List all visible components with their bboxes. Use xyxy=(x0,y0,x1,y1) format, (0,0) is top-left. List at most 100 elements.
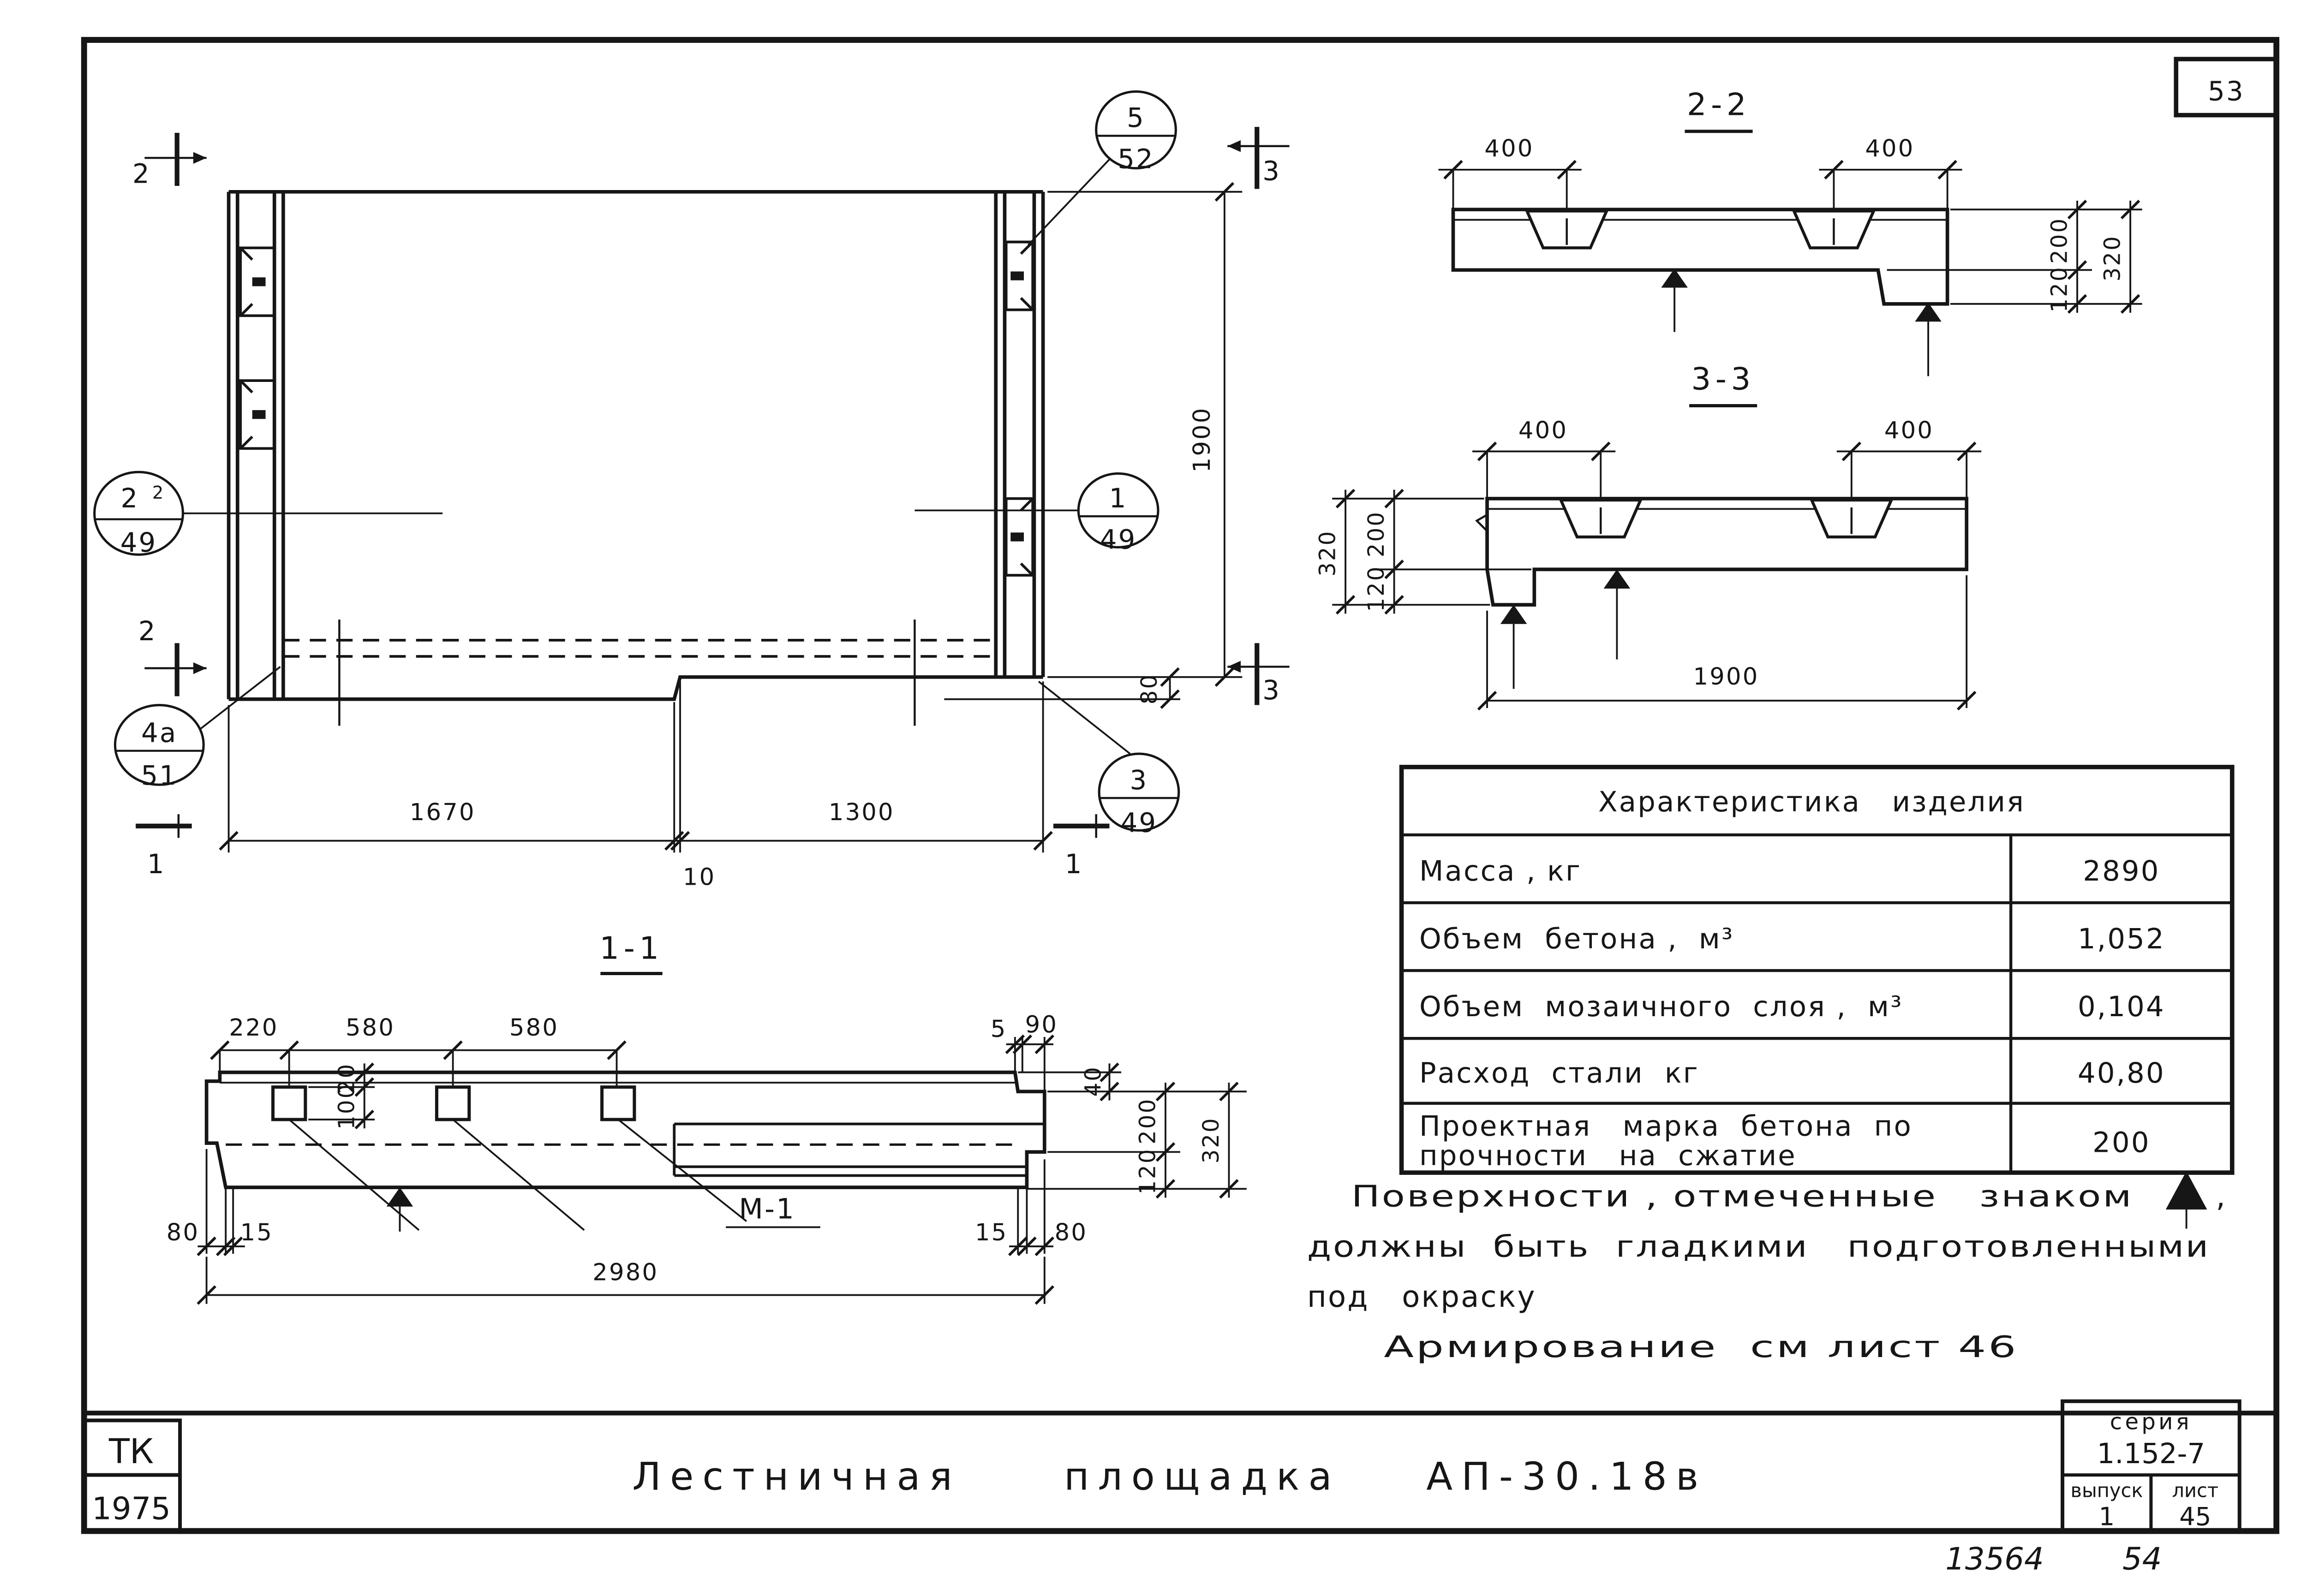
embedded-plate xyxy=(435,1085,471,1121)
callout-top: 4а xyxy=(141,717,177,748)
dim-400-right: 400 xyxy=(1884,417,1934,444)
marker-3-top: 3 xyxy=(1262,155,1281,186)
notes: Поверхности , отмеченные знаком , должны… xyxy=(1307,1171,2227,1364)
marker-3-bottom: 3 xyxy=(1262,675,1281,706)
callout-bottom: 49 xyxy=(1121,808,1158,839)
plan-rib-lines xyxy=(338,619,916,726)
dim-ticks xyxy=(1443,160,2140,314)
section-2-2: 2-2 400 400 200 120 320 xyxy=(1438,87,2142,376)
dim-400-left: 400 xyxy=(1484,135,1534,162)
dim-320: 320 xyxy=(1198,1117,1224,1163)
dim-lines xyxy=(1332,450,1982,708)
drawing-title-word2: площадка xyxy=(1064,1454,1341,1499)
callout-top: 3 xyxy=(1130,765,1148,796)
dim-ticks xyxy=(1335,441,1977,711)
spec-table: Характеристика изделия Масса , кг 2890 О… xyxy=(1399,765,2235,1175)
dim-320: 320 xyxy=(1315,530,1341,577)
dim-ticks xyxy=(197,1034,1239,1305)
dim-2980: 2980 xyxy=(592,1259,658,1286)
plate-leaders xyxy=(288,1119,820,1231)
callout-circle xyxy=(1077,472,1159,548)
dim-400-right: 400 xyxy=(1865,135,1914,162)
row-label-line1: Проектная марка бетона по xyxy=(1419,1110,1913,1143)
dim-580-b: 580 xyxy=(509,1014,559,1042)
plan-hidden-edges xyxy=(283,638,996,658)
series-box-grid xyxy=(2062,1473,2240,1531)
page-border xyxy=(81,37,2280,1534)
callout-circle xyxy=(93,470,185,556)
stamp-code: ТК xyxy=(108,1432,154,1471)
note-line-4: Армирование см лист 46 xyxy=(1384,1330,2018,1364)
plate-anchor-icon xyxy=(1010,271,1024,280)
plan-outline xyxy=(227,190,1045,701)
recess-lines xyxy=(673,1122,1045,1177)
row-label: Объем бетона , м³ xyxy=(1419,923,1734,955)
section-title: 1-1 xyxy=(599,930,663,966)
marker-2-bottom: 2 xyxy=(138,616,157,647)
leader-line xyxy=(1028,159,1110,246)
break-mark xyxy=(1475,514,1488,532)
dim-100: 100 xyxy=(334,1083,359,1130)
plate-anchor-icon xyxy=(252,410,266,419)
plan-embedded-plates xyxy=(239,240,1034,577)
row-value: 40,80 xyxy=(2078,1057,2165,1090)
sheet-label: лист xyxy=(2172,1479,2219,1502)
section-markers: 2 2 3 3 1 1 xyxy=(132,127,1290,880)
callout-circle xyxy=(1098,752,1180,832)
sheet-value: 45 xyxy=(2179,1502,2211,1531)
row-value: 1,052 xyxy=(2078,923,2165,955)
arrow-icon xyxy=(193,662,207,674)
marker-1-left: 1 xyxy=(147,849,166,880)
row-label: Масса , кг xyxy=(1419,855,1582,887)
section-3-3: 3-3 400 400 200 120 320 1900 xyxy=(1315,361,1982,711)
marker-arrows xyxy=(144,145,1290,838)
dim-80-left: 80 xyxy=(167,1219,199,1246)
dim-200: 200 xyxy=(2047,217,2073,264)
section-outline xyxy=(1451,208,1949,306)
plate-anchor-icon xyxy=(1010,532,1024,542)
callout-top: 5 xyxy=(1127,102,1145,133)
smooth-surface-icon xyxy=(2165,1171,2207,1210)
smooth-surface-icon xyxy=(1500,605,1527,624)
dim-200: 200 xyxy=(1135,1098,1161,1144)
stamp-year: 1975 xyxy=(92,1491,171,1527)
section-outline xyxy=(1485,497,1969,607)
callout-3-49: 3 49 xyxy=(1038,680,1180,839)
table-grid xyxy=(1401,833,2232,1173)
drawing-title-word1: Лестничная xyxy=(632,1454,961,1499)
callout-bottom: 49 xyxy=(120,527,157,558)
section-title: 2-2 xyxy=(1687,87,1751,123)
page-number: 53 xyxy=(2208,76,2245,107)
table-title: Характеристика изделия xyxy=(1598,786,2025,818)
callout-bottom: 52 xyxy=(1118,144,1154,175)
dim-1900: 1900 xyxy=(1189,407,1216,473)
dim-1900: 1900 xyxy=(1693,663,1759,691)
row-label: Расход стали кг xyxy=(1419,1057,1699,1090)
dim-20: 20 xyxy=(334,1063,359,1094)
dim-320: 320 xyxy=(2100,235,2126,281)
page-number-box xyxy=(2174,57,2279,118)
callout-4a-51: 4а 51 xyxy=(114,666,281,791)
leader-line xyxy=(200,666,281,730)
issue-value: 1 xyxy=(2099,1502,2115,1531)
dim-80-right: 80 xyxy=(1055,1219,1088,1246)
dim-10: 10 xyxy=(683,864,716,891)
note-line-1-comma: , xyxy=(2216,1180,2227,1214)
row-value: 200 xyxy=(2092,1126,2151,1159)
plate-anchor-icon xyxy=(252,277,266,286)
dim-40: 40 xyxy=(1080,1066,1106,1096)
note-line-3: под окраску xyxy=(1307,1280,1536,1314)
dim-15-right: 15 xyxy=(975,1219,1008,1246)
leader-line xyxy=(1038,680,1131,755)
callout-bottom: 49 xyxy=(1100,524,1137,555)
callout-1-49: 1 49 xyxy=(914,472,1159,555)
dim-400-left: 400 xyxy=(1518,417,1568,444)
callout-5-52: 5 52 xyxy=(1028,90,1177,246)
smooth-surface-icon xyxy=(1603,569,1631,589)
smooth-surface-icon xyxy=(1661,268,1688,288)
arrow-icon xyxy=(193,152,207,164)
smooth-surface-icon xyxy=(386,1187,413,1207)
dim-120: 120 xyxy=(1135,1148,1161,1194)
note-line-2: должны быть гладкими подготовленными xyxy=(1307,1230,2210,1264)
